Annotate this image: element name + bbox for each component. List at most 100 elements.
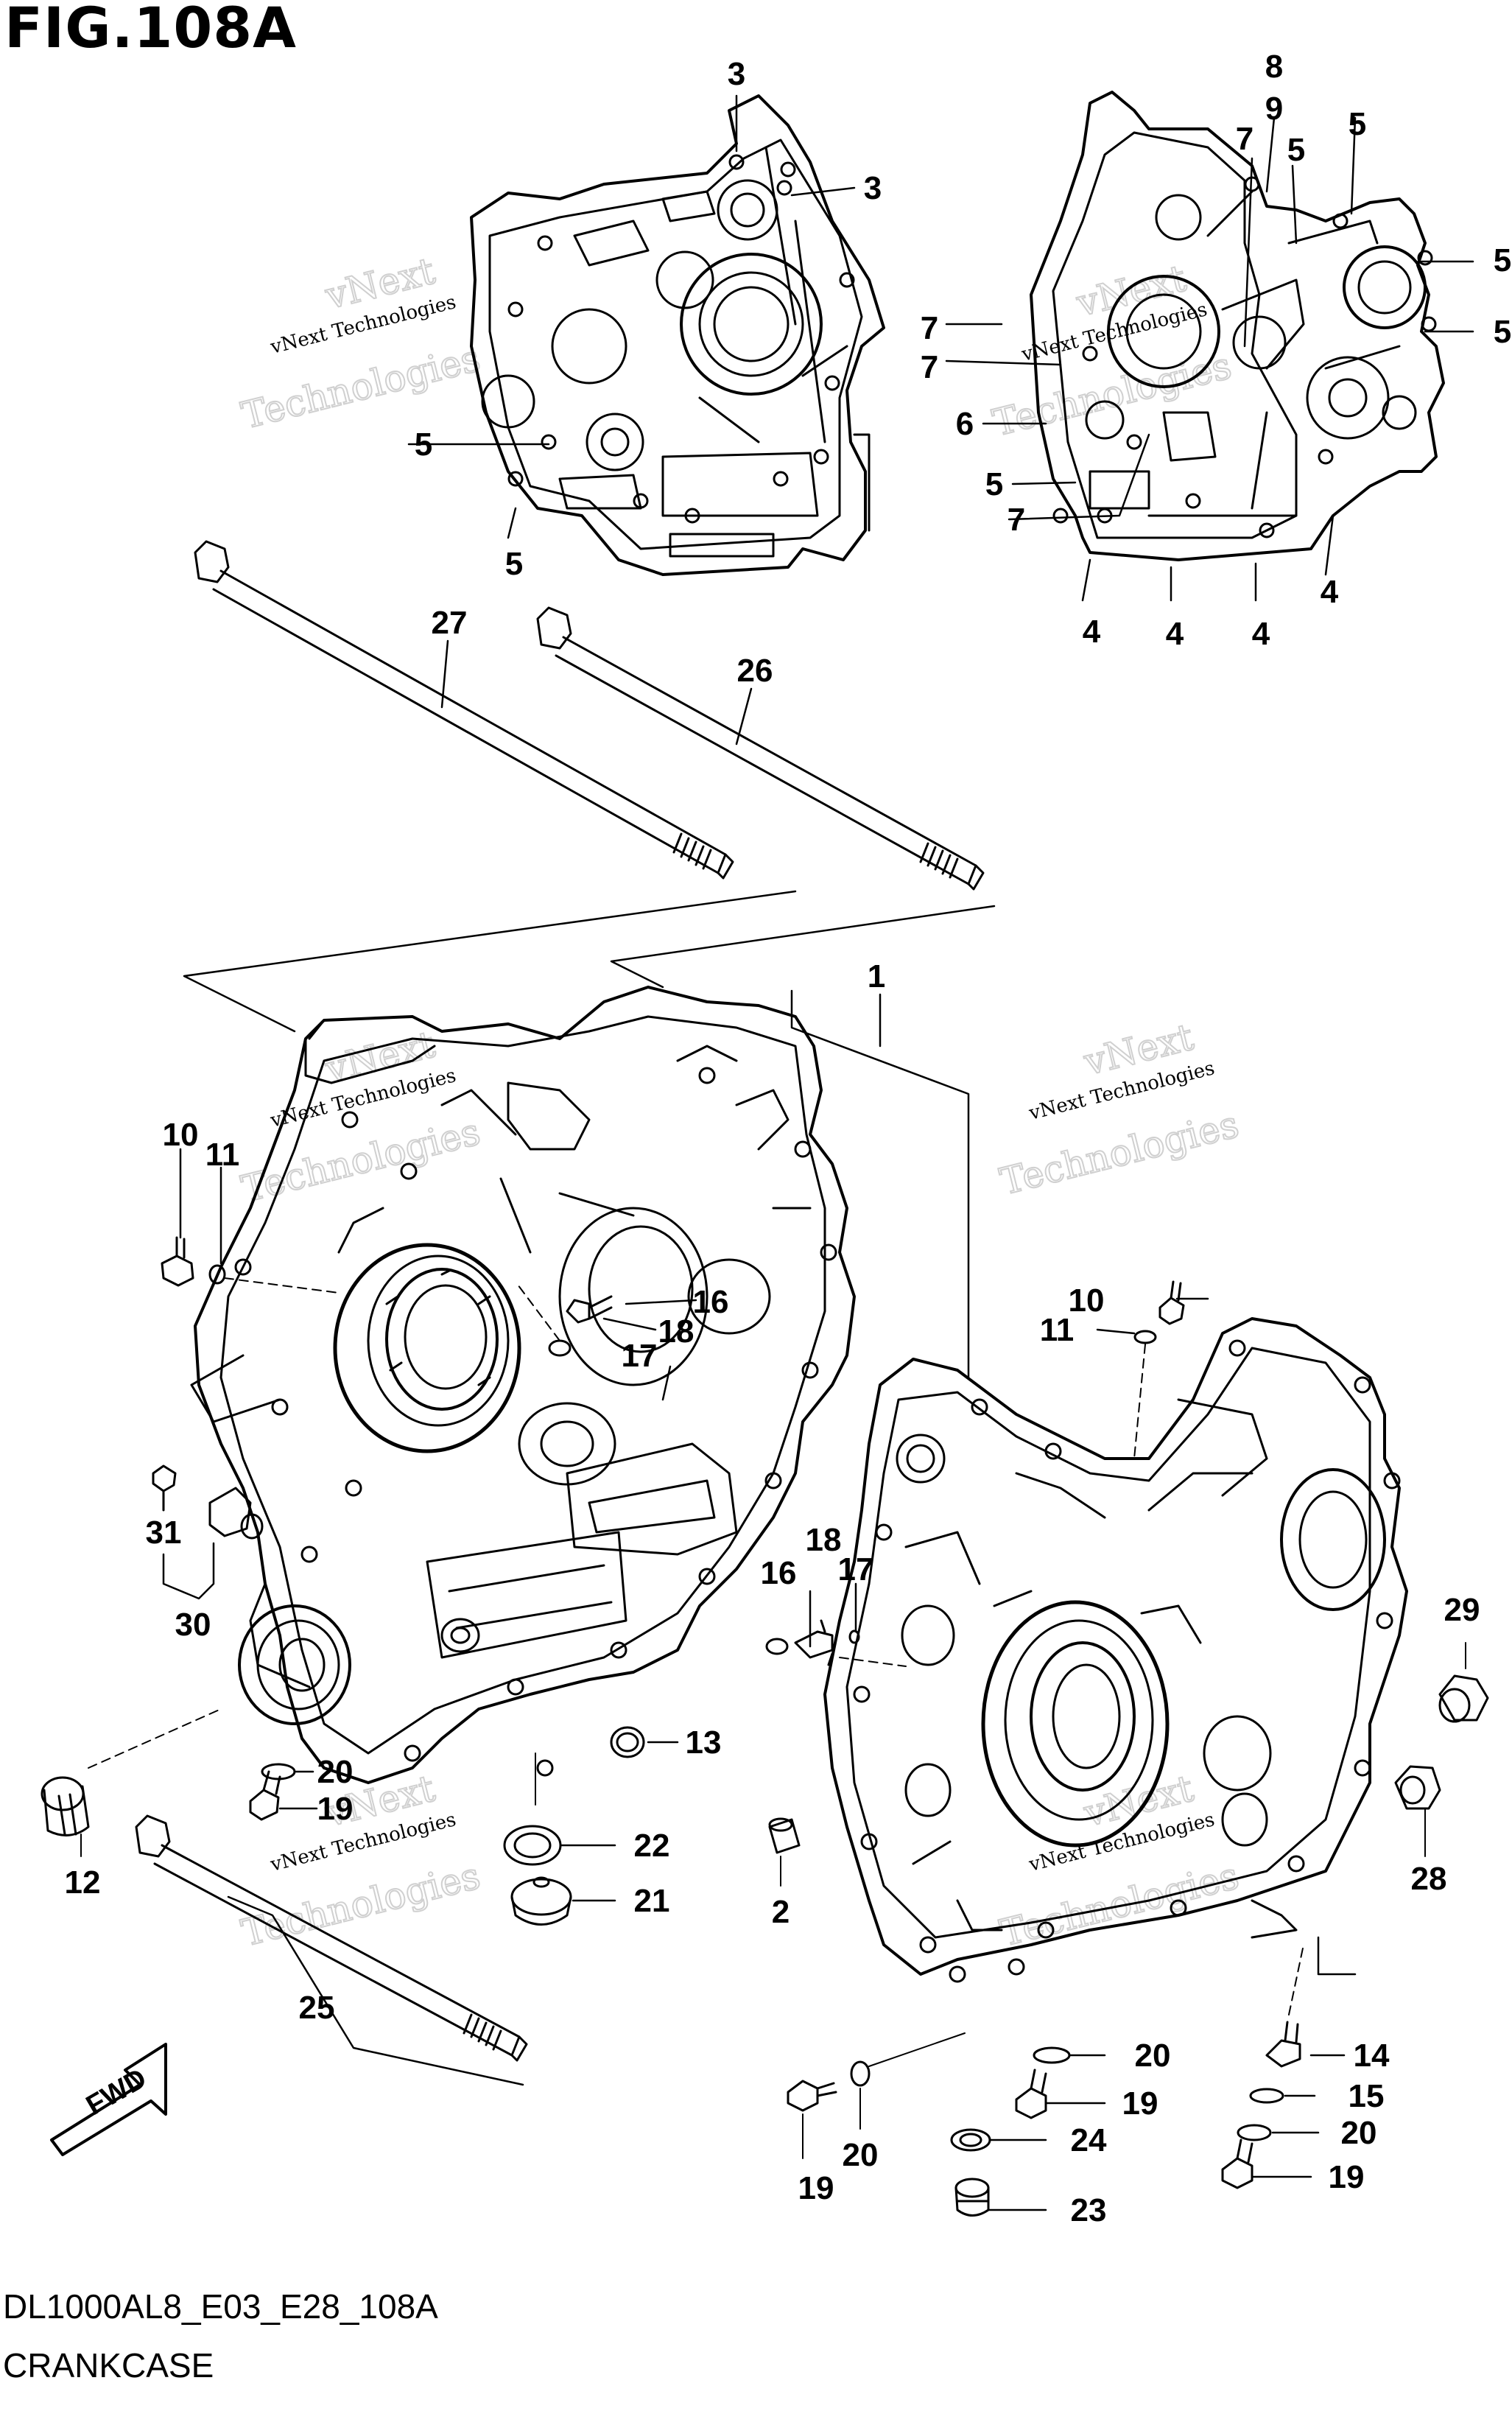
plug-23 [954, 2178, 990, 2217]
callout-9: 9 [1265, 91, 1283, 127]
leader-16-upper [515, 1281, 560, 1341]
callout-4: 4 [1252, 616, 1270, 652]
callout-6: 6 [956, 406, 974, 442]
callout-5: 5 [1349, 106, 1366, 142]
bolt-19-mid [1015, 2069, 1047, 2119]
o-ring-13 [610, 1726, 645, 1758]
callout-10: 10 [163, 1117, 199, 1153]
leader-16-right [839, 1657, 907, 1667]
bolt-27 [194, 540, 734, 880]
callout-25: 25 [299, 1990, 335, 2026]
figure-caption: CRANKCASE [3, 2346, 214, 2385]
callout-26: 26 [737, 653, 773, 689]
fitting-10-right [1158, 1280, 1185, 1325]
callout-21: 21 [634, 1883, 670, 1919]
callout-5: 5 [1494, 314, 1511, 350]
callout-28: 28 [1411, 1861, 1447, 1897]
callout-20: 20 [1341, 2115, 1377, 2151]
callout-17: 17 [622, 1338, 658, 1374]
bracket-30-31 [162, 1542, 215, 1600]
callout-14: 14 [1354, 2038, 1390, 2074]
callout-3: 3 [864, 170, 882, 206]
callout-5: 5 [1494, 242, 1511, 278]
collar-28 [1394, 1765, 1441, 1810]
plug-12 [41, 1776, 90, 1836]
callout-5: 5 [985, 466, 1003, 502]
assembly-guide-lines [183, 890, 996, 2086]
dowel-2 [768, 1817, 801, 1854]
o-ring-13-inner [616, 1732, 639, 1752]
gasket-24 [950, 2128, 991, 2152]
collar-29 [1438, 1674, 1489, 1723]
callout-20: 20 [317, 1754, 354, 1790]
callout-18: 18 [806, 1522, 842, 1558]
callout-29: 29 [1444, 1592, 1480, 1628]
callout-19: 19 [1329, 2159, 1365, 2195]
callout-18: 18 [658, 1313, 695, 1350]
plug-21 [510, 1876, 572, 1926]
callout-30: 30 [175, 1607, 211, 1643]
callout-5: 5 [505, 546, 523, 582]
callout-8: 8 [1265, 49, 1283, 85]
callout-11: 11 [205, 1137, 240, 1173]
washer-11-left [208, 1264, 226, 1285]
lower-right-case-half [823, 1317, 1408, 1983]
callout-31: 31 [146, 1515, 182, 1551]
callout-5: 5 [1287, 132, 1305, 168]
washer-11-right [1133, 1330, 1157, 1344]
callout-1: 1 [868, 958, 885, 994]
gasket-22-inner [513, 1832, 552, 1859]
leader-12 [88, 1708, 222, 1769]
figure-title: FIG.108A [4, 0, 297, 60]
callout-24: 24 [1071, 2122, 1107, 2158]
oil-jet-assembly-upper [548, 1295, 613, 1357]
callout-leaders [179, 94, 1474, 2211]
callout-12: 12 [65, 1864, 101, 1901]
callout-20: 20 [843, 2137, 879, 2173]
washer-20-mid [1033, 2046, 1071, 2064]
callout-17: 17 [838, 1551, 874, 1587]
upper-right-case-half [1030, 91, 1445, 561]
bolt-31 [152, 1464, 177, 1512]
callout-3: 3 [728, 56, 745, 92]
gasket-22 [503, 1825, 562, 1866]
upper-left-case-half [470, 94, 885, 576]
callout-7: 7 [1236, 121, 1253, 157]
callout-19: 19 [317, 1791, 354, 1827]
callout-10: 10 [1069, 1283, 1105, 1319]
o-ring-15 [1249, 2088, 1284, 2104]
bolt-25 [135, 1814, 528, 2062]
callout-7: 7 [921, 310, 938, 346]
bolt-19-lower [787, 2080, 837, 2112]
callout-labels: 3 3 5 5 8 9 7 5 5 5 5 7 7 6 5 7 4 4 4 4 … [65, 49, 1512, 2228]
bolt-19-right [1221, 2138, 1253, 2189]
bolt-26 [536, 606, 985, 891]
bolt-19-left [249, 1770, 281, 1821]
callout-7: 7 [1008, 502, 1025, 538]
fitting-14 [1265, 2021, 1301, 2068]
fwd-label: FWD [81, 2063, 152, 2122]
plug-30 [208, 1487, 264, 1540]
leader-14 [1288, 1944, 1304, 2015]
callout-15: 15 [1349, 2078, 1385, 2114]
fitting-10-left [161, 1236, 194, 1287]
washer-20-lower [850, 2060, 871, 2087]
callout-16: 16 [761, 1555, 797, 1591]
callout-2: 2 [772, 1894, 790, 1930]
callout-23: 23 [1071, 2192, 1107, 2228]
drawing-code: DL1000AL8_E03_E28_108A [3, 2287, 438, 2326]
fwd-arrow-icon [50, 2043, 167, 2156]
leader-10-right [1133, 1344, 1146, 1459]
watermark-layer: vNext Technologies vNext Technologies vN… [236, 249, 1243, 1956]
callout-19: 19 [798, 2170, 834, 2206]
callout-4: 4 [1321, 574, 1339, 610]
leader-10-left [224, 1277, 340, 1294]
callout-5: 5 [415, 427, 432, 463]
lower-left-case-half [190, 986, 856, 1784]
callout-19: 19 [1122, 2085, 1158, 2122]
oil-jet-assembly-right [765, 1619, 860, 1666]
callout-4: 4 [1083, 614, 1101, 650]
callout-4: 4 [1166, 616, 1184, 652]
